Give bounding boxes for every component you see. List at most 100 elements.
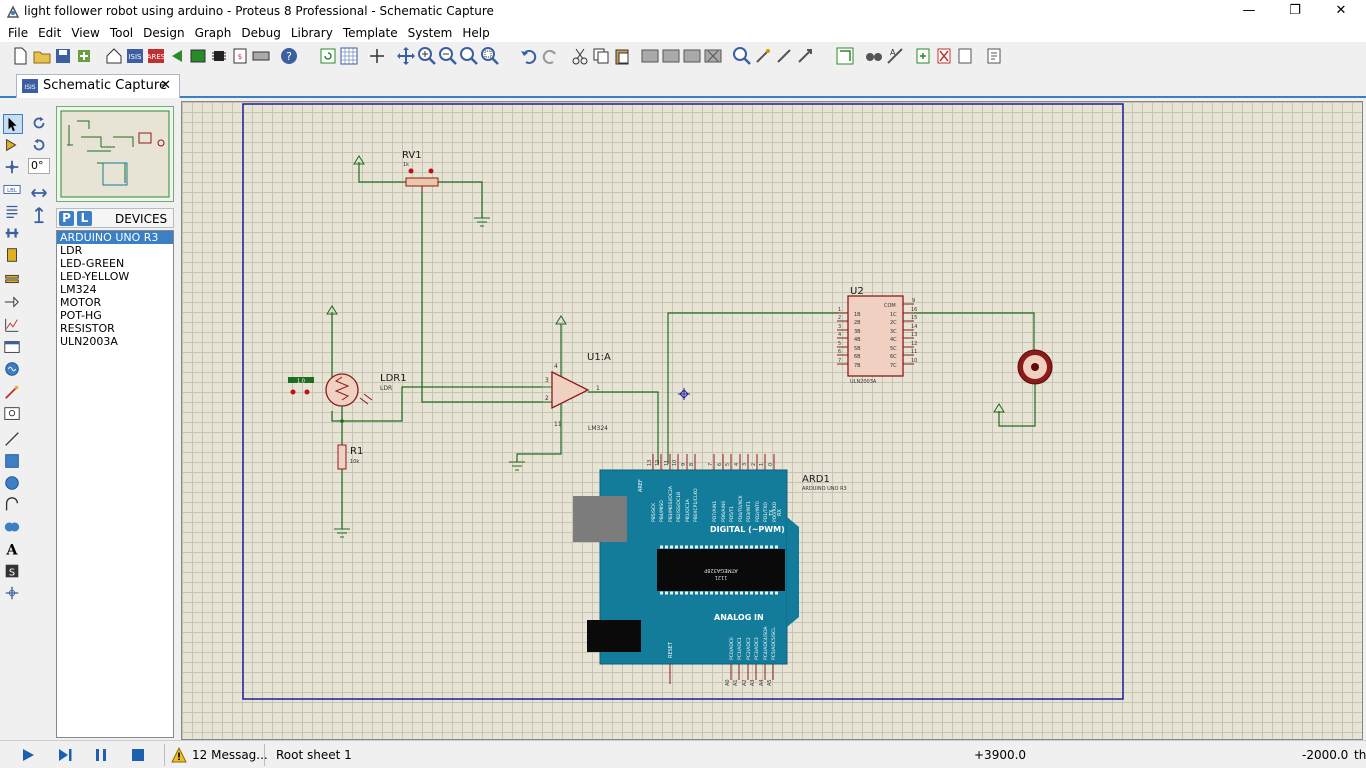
refresh-icon[interactable] (318, 46, 338, 66)
gerber-icon[interactable] (188, 46, 208, 66)
block-rotate-icon[interactable] (682, 46, 702, 66)
buses-mode-icon[interactable] (3, 224, 23, 244)
subcircuit-mode-icon[interactable] (3, 246, 23, 266)
device-item[interactable]: LM324 (60, 283, 97, 296)
menu-view[interactable]: View (71, 26, 100, 40)
tab-schematic-capture[interactable]: ISIS Schematic Capture ✕ (16, 74, 180, 98)
minimize-button[interactable]: — (1242, 3, 1256, 18)
save-icon[interactable] (53, 46, 73, 66)
step-icon[interactable] (57, 747, 73, 763)
menu-template[interactable]: Template (342, 26, 398, 40)
menu-help[interactable]: Help (462, 26, 490, 40)
text-script-mode-icon[interactable] (3, 202, 23, 222)
u2-driver-ic[interactable]: U2 ULN2003A COM 9 1B 2B 3B 4B 5B 6B 7B 1… (667, 286, 1035, 464)
device-pins-mode-icon[interactable] (3, 293, 23, 313)
device-item[interactable]: LDR (60, 244, 83, 257)
menu-debug[interactable]: Debug (241, 26, 281, 40)
library-manager-button[interactable]: L (77, 211, 92, 226)
zoom-all-icon[interactable] (459, 46, 479, 66)
block-move-icon[interactable] (661, 46, 681, 66)
grid-icon[interactable] (339, 46, 359, 66)
help-icon[interactable]: ? (279, 46, 299, 66)
device-item[interactable]: LED-YELLOW (60, 270, 130, 283)
messages-count[interactable]: 12 Messag... (192, 748, 268, 762)
device-item[interactable]: ULN2003A (60, 335, 118, 348)
component-mode-icon[interactable] (3, 136, 23, 156)
device-item[interactable]: RESISTOR (60, 322, 115, 335)
open-folder-icon[interactable] (32, 46, 52, 66)
new-file-icon[interactable] (10, 46, 30, 66)
text-tool-icon[interactable]: A (3, 540, 23, 560)
close-tab-icon[interactable]: ✕ (160, 78, 171, 93)
device-item[interactable]: MOTOR (60, 296, 102, 309)
origin-icon[interactable] (367, 46, 387, 66)
zoom-out-icon[interactable] (438, 46, 458, 66)
mirror-horizontal-icon[interactable] (30, 184, 50, 204)
menu-design[interactable]: Design (143, 26, 185, 40)
virtual-instruments-mode-icon[interactable] (3, 405, 23, 425)
play-icon[interactable] (20, 747, 36, 763)
back-icon[interactable] (167, 46, 187, 66)
ard1-arduino-board[interactable]: ATMEGA328P 1121 13PB5/SCK12PB4/MISO11PB3… (573, 454, 847, 686)
import-icon[interactable] (74, 46, 94, 66)
report-icon[interactable] (984, 46, 1004, 66)
r1-resistor[interactable]: R1 10k (334, 406, 363, 538)
pick-device-icon[interactable] (732, 46, 752, 66)
pan-icon[interactable] (396, 46, 416, 66)
home-icon[interactable] (104, 46, 124, 66)
rotate-anticlockwise-icon[interactable] (30, 136, 50, 156)
block-copy-icon[interactable] (640, 46, 660, 66)
device-item[interactable]: LED-GREEN (60, 257, 125, 270)
copy-icon[interactable] (591, 46, 611, 66)
symbol-tool-icon[interactable]: S (3, 562, 23, 582)
pick-devices-button[interactable]: P (59, 211, 74, 226)
stop-icon[interactable] (130, 747, 146, 763)
pause-icon[interactable] (93, 747, 109, 763)
rotate-clockwise-icon[interactable] (30, 114, 50, 134)
tape-recorder-mode-icon[interactable] (3, 338, 23, 358)
selection-mode-icon[interactable] (3, 114, 23, 134)
box-tool-icon[interactable] (3, 452, 23, 472)
mirror-vertical-icon[interactable] (30, 206, 50, 226)
schematic-icon[interactable]: ISIS (125, 46, 145, 66)
property-tool-icon[interactable]: A (885, 46, 905, 66)
zoom-in-icon[interactable] (417, 46, 437, 66)
rotation-angle-field[interactable]: 0° (28, 158, 50, 174)
generator-mode-icon[interactable] (3, 360, 23, 380)
menu-edit[interactable]: Edit (38, 26, 62, 40)
netlist-icon[interactable] (251, 46, 271, 66)
terminals-mode-icon[interactable] (3, 270, 23, 290)
menu-library[interactable]: Library (290, 26, 333, 40)
rv1-potentiometer[interactable]: RV1 1k (353, 150, 542, 403)
make-device-icon[interactable] (753, 46, 773, 66)
graph-mode-icon[interactable] (3, 316, 23, 336)
device-item[interactable]: POT-HG (60, 309, 102, 322)
motor[interactable] (993, 349, 1053, 427)
redo-icon[interactable] (540, 46, 560, 66)
block-delete-icon[interactable] (703, 46, 723, 66)
close-window-button[interactable]: ✕ (1335, 3, 1347, 18)
wire-label-mode-icon[interactable]: LBL (3, 180, 23, 200)
new-sheet-icon[interactable] (913, 46, 933, 66)
paste-icon[interactable] (612, 46, 632, 66)
package-tool-icon[interactable] (774, 46, 794, 66)
voltage-probe-mode-icon[interactable] (3, 383, 23, 403)
remove-sheet-icon[interactable] (934, 46, 954, 66)
search-tag-icon[interactable] (864, 46, 884, 66)
decompose-icon[interactable] (795, 46, 815, 66)
cut-icon[interactable] (570, 46, 590, 66)
line-tool-icon[interactable] (3, 430, 23, 450)
bom-icon[interactable]: $ (230, 46, 250, 66)
maximize-button[interactable]: ❐ (1289, 3, 1301, 18)
menu-graph[interactable]: Graph (194, 26, 232, 40)
exit-to-parent-icon[interactable] (955, 46, 975, 66)
menu-tool[interactable]: Tool (109, 26, 134, 40)
circle-tool-icon[interactable] (3, 474, 23, 494)
pcb-icon[interactable]: ARES (146, 46, 166, 66)
device-item[interactable]: ARDUINO UNO R3 (57, 231, 173, 244)
junction-dot-mode-icon[interactable] (3, 158, 23, 178)
zoom-area-icon[interactable] (480, 46, 500, 66)
ldr1-sensor[interactable]: 1.0 LDR1 LDR (288, 305, 542, 422)
path-tool-icon[interactable] (3, 518, 23, 538)
chip-icon[interactable] (209, 46, 229, 66)
